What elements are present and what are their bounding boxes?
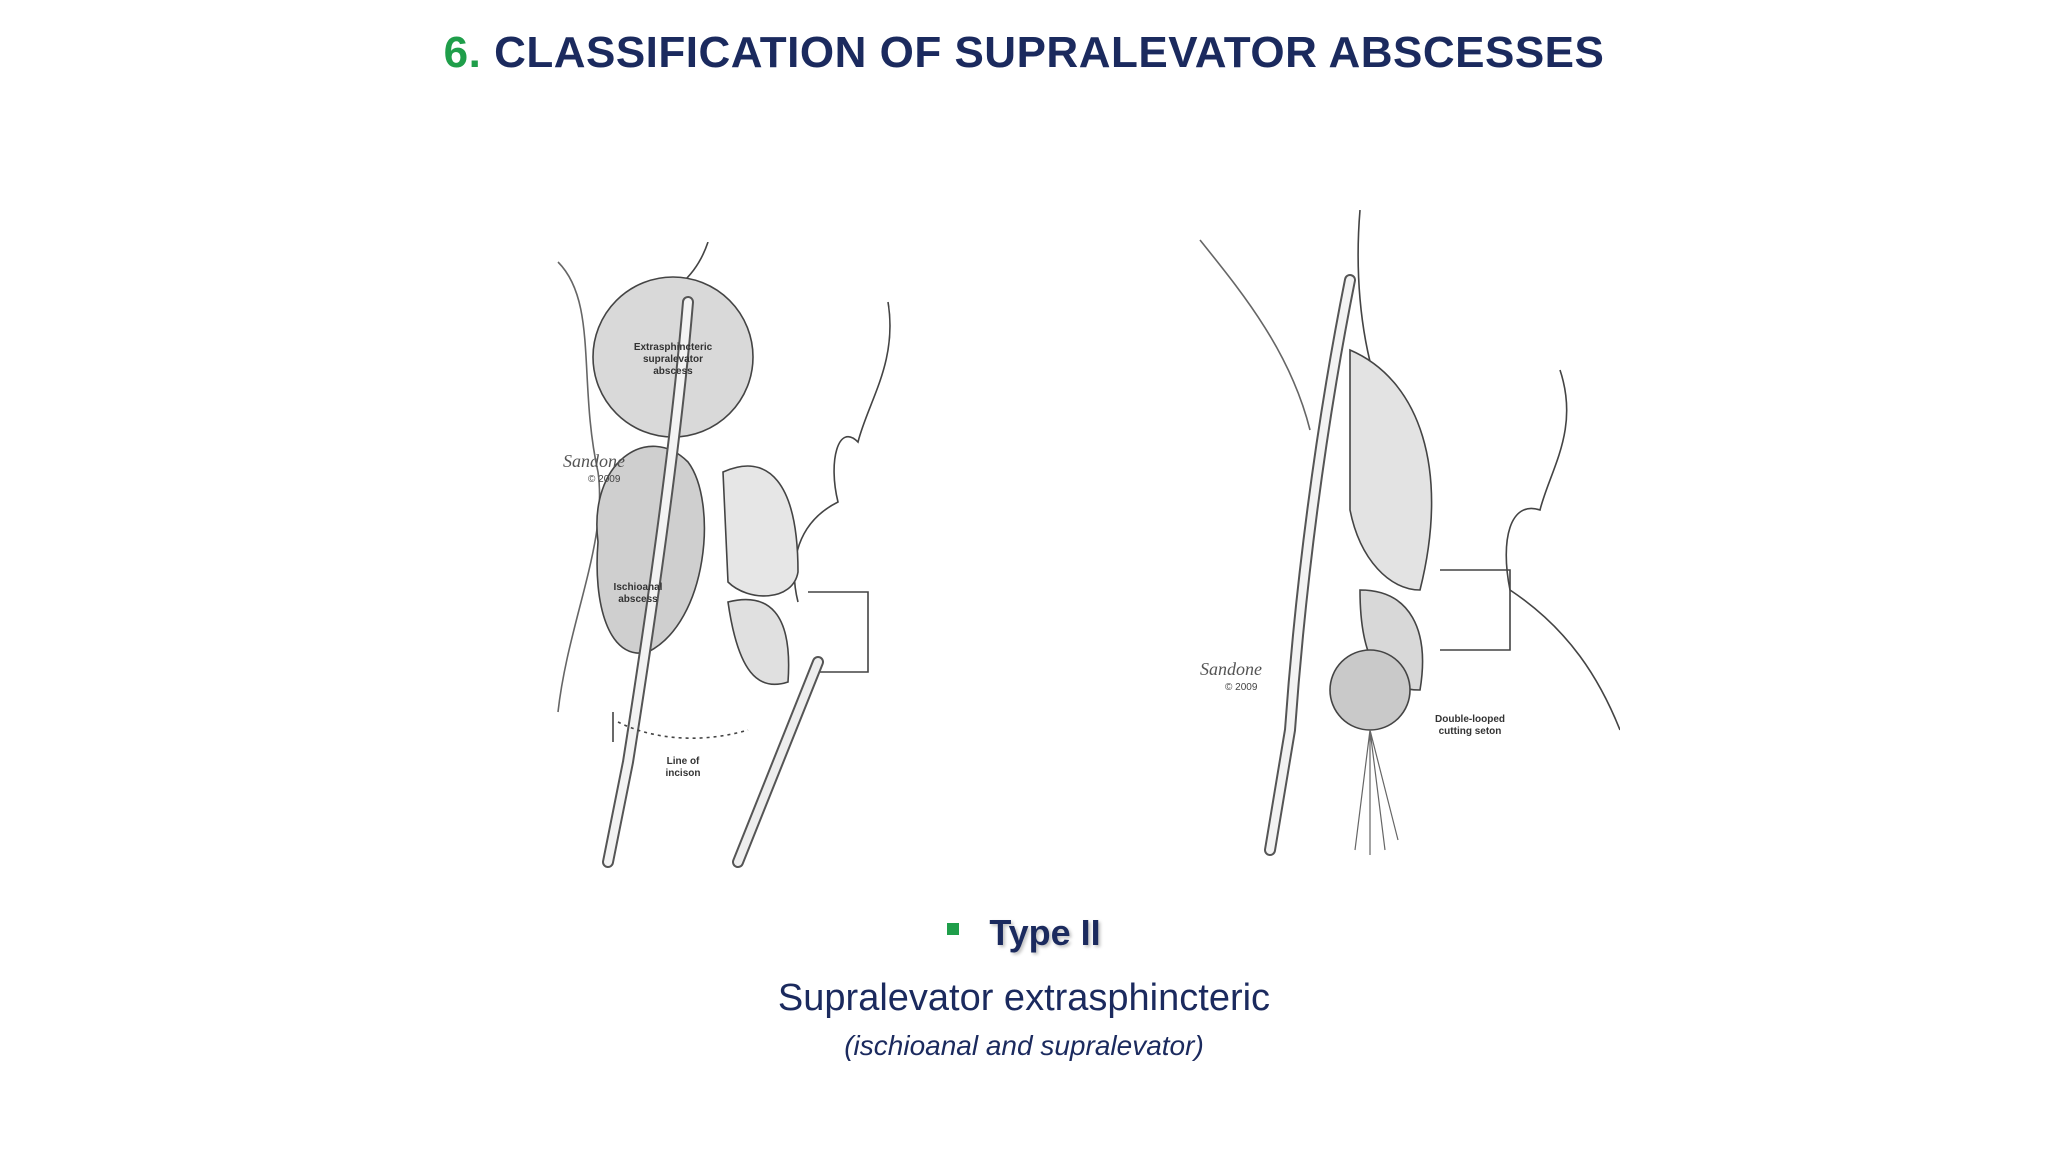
label-line-of-incision-2: incison [665,768,700,779]
bullet-marker [947,923,960,935]
slide-title: 6. CLASSIFICATION OF SUPRALEVATOR ABSCES… [0,28,2048,78]
label-double-looped-seton-1: Double-looped [1435,714,1505,725]
illustration-left: Extrasphincteric supralevator abscess Is… [538,242,962,874]
label-ischioanal-abscess-2: abscess [618,594,658,605]
title-text: CLASSIFICATION OF SUPRALEVATOR ABSCESSES [494,28,1605,77]
copyright-notice: © 2009 [588,474,621,485]
bullet-text: Type II [989,912,1101,953]
illustration-left-drawing: Extrasphincteric supralevator abscess Is… [557,242,891,868]
artist-signature: Sandone [1200,659,1262,679]
bullet-type: Type II [0,912,2048,954]
illustration-right: Double-looped cutting seton Sandone © 20… [1180,210,1620,874]
label-line-of-incision-1: Line of [667,756,700,767]
label-double-looped-seton-2: cutting seton [1439,726,1502,737]
type-subdescription: (ischioanal and supralevator) [844,1030,1204,1061]
label-supralevator-abscess-3: abscess [653,366,693,377]
label-supralevator-abscess-2: supralevator [643,354,703,365]
illustration-right-drawing: Double-looped cutting seton Sandone © 20… [1199,210,1620,856]
copyright-notice: © 2009 [1225,682,1258,693]
artist-signature: Sandone [563,451,625,471]
type-description: Supralevator extrasphincteric [777,977,1271,1019]
label-supralevator-abscess-1: Extrasphincteric [634,342,713,353]
title-number: 6. [443,28,482,77]
label-ischioanal-abscess-1: Ischioanal [614,582,663,593]
